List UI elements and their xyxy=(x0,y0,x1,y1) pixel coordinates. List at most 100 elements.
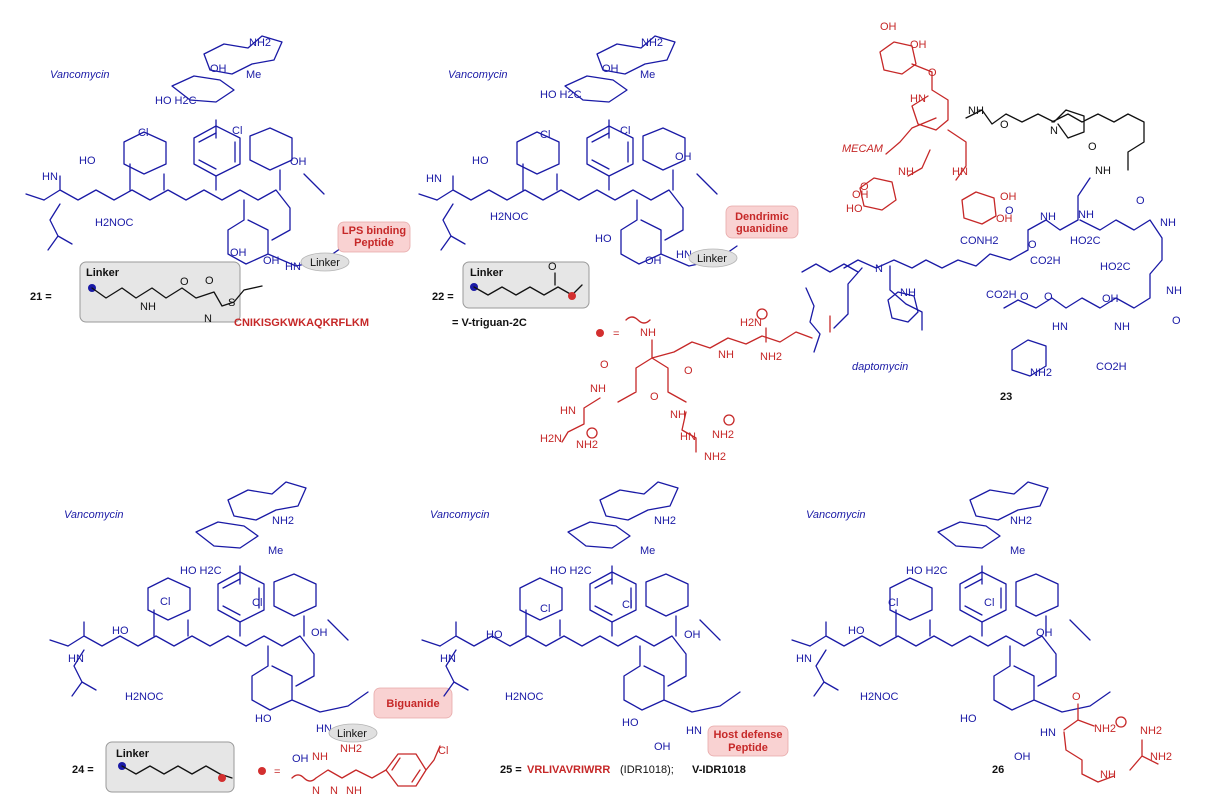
atom-o: O xyxy=(180,276,189,288)
tag-line-1: Biguanide xyxy=(386,698,439,710)
atom-cl: Cl xyxy=(138,127,148,139)
equals-sign: = xyxy=(274,766,280,778)
atom-hn: HN xyxy=(1040,727,1056,739)
atom-oh: OH xyxy=(210,63,227,75)
atom-hn: HN xyxy=(440,653,456,665)
atom-hn: HN xyxy=(686,725,702,737)
atom-nh2: NH2 xyxy=(1140,725,1162,737)
atom-nh: NH xyxy=(1095,165,1111,177)
atom-ho: HO xyxy=(846,203,863,215)
structure-22-atoms: NH2 OH Me HO H2C Cl Cl HO OH HN H2NOC HO… xyxy=(426,37,692,267)
atom-nh: NH xyxy=(1160,217,1176,229)
atom-oh: OH xyxy=(230,247,247,259)
linker-pill xyxy=(688,248,738,268)
compound-number: 23 xyxy=(1000,391,1012,403)
atom-ho: HO xyxy=(486,629,503,641)
vancomycin-label: Vancomycin xyxy=(430,509,490,521)
atom-nh: NH xyxy=(1040,211,1056,223)
structure-21-atoms: NH2 OH Me HO H2C Cl Cl HO OH HN H2NOC OH… xyxy=(42,37,307,273)
red-dot xyxy=(568,292,576,300)
atom-nh2: NH2 xyxy=(654,515,676,527)
atom-hoh2c: HO H2C xyxy=(906,565,948,577)
atom-n: N xyxy=(204,313,212,325)
atom-hn: HN xyxy=(796,653,812,665)
vancomycin-label: Vancomycin xyxy=(806,509,866,521)
atom-nh2: NH2 xyxy=(641,37,663,49)
atom-oh: OH xyxy=(1000,191,1017,203)
atom-o: O xyxy=(860,181,869,193)
atom-oh: OH xyxy=(910,39,927,51)
atom-nh2: NH2 xyxy=(576,439,598,451)
atom-o: O xyxy=(1044,291,1053,303)
tag-box xyxy=(337,221,411,253)
atom-hn: HN xyxy=(68,653,84,665)
atom-o: O xyxy=(650,391,659,403)
atom-oh: OH xyxy=(645,255,662,267)
atom-ho2c: HO2C xyxy=(1070,235,1101,247)
atom-h2noc: H2NOC xyxy=(860,691,899,703)
atom-nh: NH xyxy=(640,327,656,339)
atom-ho: HO xyxy=(622,717,639,729)
atom-nh: NH xyxy=(1166,285,1182,297)
atom-nh: NH xyxy=(1100,769,1116,781)
compound-26: Vancomycin NH2 Me HO H2C Cl Cl HO OH HN … xyxy=(791,481,1172,783)
red-dot xyxy=(596,329,604,337)
atom-ho2c: HO2C xyxy=(1100,261,1131,273)
plus-charge xyxy=(586,427,598,439)
linker-label: Linker xyxy=(337,728,367,740)
atom-ho: HO xyxy=(112,625,129,637)
atom-oh: OH xyxy=(1036,627,1053,639)
atom-oh: OH xyxy=(292,753,309,765)
atom-me: Me xyxy=(1010,545,1025,557)
tag-line-2: Peptide xyxy=(354,237,394,249)
compound-number: 26 xyxy=(992,764,1004,776)
tag-box xyxy=(725,205,799,239)
tag-line-2: guanidine xyxy=(736,223,788,235)
structure-25-atoms: NH2 Me HO H2C Cl Cl HO OH HN H2NOC HO OH… xyxy=(440,515,702,753)
vancomycin-label: Vancomycin xyxy=(448,69,508,81)
atom-cl: Cl xyxy=(984,597,994,609)
atom-ho: HO xyxy=(472,155,489,167)
atom-h2noc: H2NOC xyxy=(490,211,529,223)
atom-oh: OH xyxy=(654,741,671,753)
atom-cl: Cl xyxy=(622,599,632,611)
peptide-code: (IDR1018); xyxy=(620,764,674,776)
tag-box xyxy=(707,725,789,757)
atom-oh: OH xyxy=(311,627,328,639)
atom-h2noc: H2NOC xyxy=(125,691,164,703)
red-dot xyxy=(258,767,266,775)
atom-nh2: NH2 xyxy=(1094,723,1116,735)
atom-o: O xyxy=(1028,239,1037,251)
daptomycin-label: daptomycin xyxy=(852,361,908,373)
atom-hn: HN xyxy=(316,723,332,735)
atom-me: Me xyxy=(268,545,283,557)
structure-24-atoms: NH2 Me HO H2C Cl Cl HO OH HN H2NOC HO OH… xyxy=(68,515,332,765)
tag-line-1: Host defense xyxy=(713,729,782,741)
atom-cl: Cl xyxy=(540,603,550,615)
atom-co2h: CO2H xyxy=(1096,361,1127,373)
atom-nh: NH xyxy=(968,105,984,117)
atom-nh2: NH2 xyxy=(1010,515,1032,527)
atom-hn: HN xyxy=(1052,321,1068,333)
atom-oh: OH xyxy=(675,151,692,163)
atom-nh: NH xyxy=(900,287,916,299)
atom-nh: NH xyxy=(898,166,914,178)
atom-ho: HO xyxy=(255,713,272,725)
atom-nh: NH xyxy=(312,751,328,763)
atom-hn: HN xyxy=(910,93,926,105)
atom-me: Me xyxy=(640,545,655,557)
atom-nh: NH xyxy=(718,349,734,361)
vancomycin-label: Vancomycin xyxy=(64,509,124,521)
atom-o: O xyxy=(548,261,557,273)
atom-me: Me xyxy=(640,69,655,81)
mecam-label: MECAM xyxy=(842,143,884,155)
atom-hn: HN xyxy=(680,431,696,443)
atom-hn: HN xyxy=(42,171,58,183)
tag-box xyxy=(373,687,453,719)
atom-nh2: NH2 xyxy=(760,351,782,363)
compound-23: OH OH O HN MECAM NH HN O OH HO OH OH NH … xyxy=(801,21,1182,403)
atom-hn: HN xyxy=(952,166,968,178)
atom-nh2: NH2 xyxy=(704,451,726,463)
atom-cl: Cl xyxy=(888,597,898,609)
